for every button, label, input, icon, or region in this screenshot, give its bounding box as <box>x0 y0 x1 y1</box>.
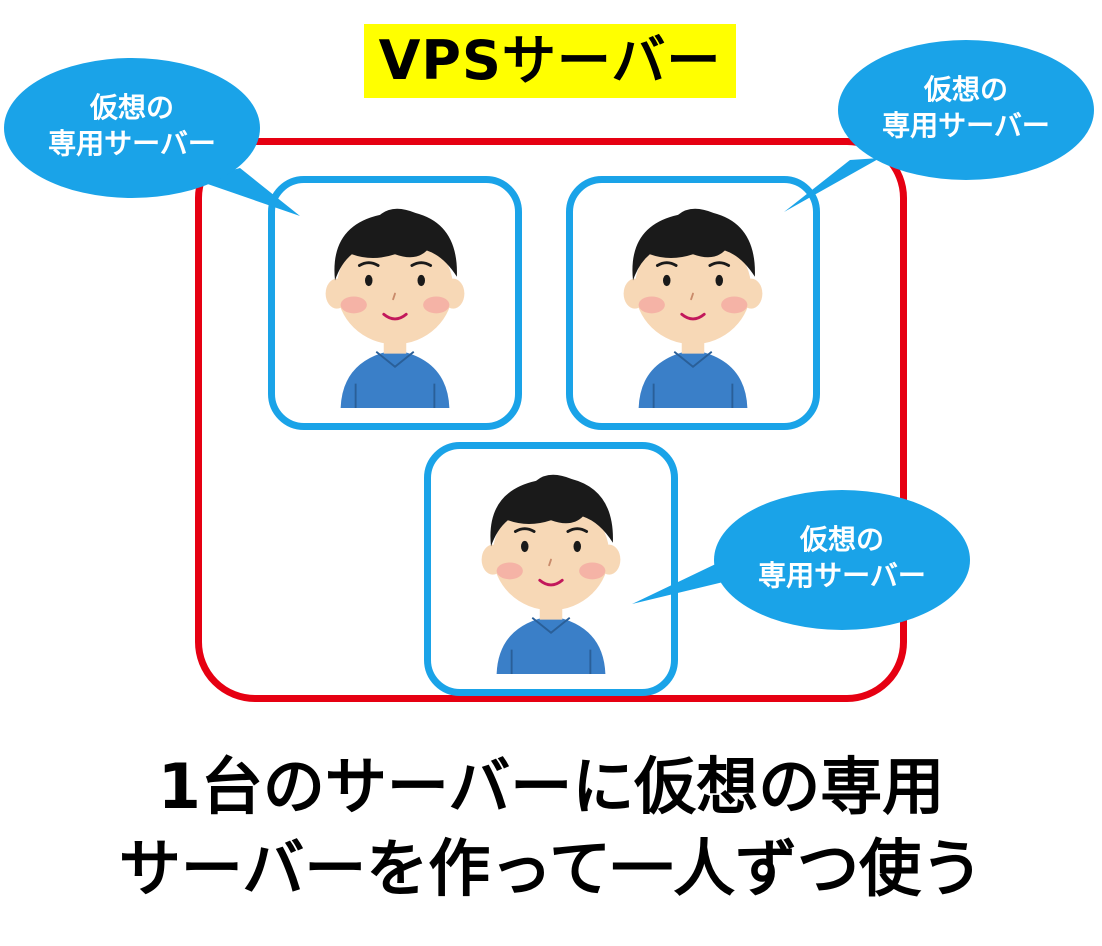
bubble-line-2: 専用サーバー <box>48 127 216 160</box>
physical-server-box <box>195 138 907 702</box>
virtual-server-card-1 <box>268 176 522 430</box>
diagram-title: VPSサーバー <box>364 24 736 98</box>
speech-bubble-1 <box>4 58 300 216</box>
speech-bubble-3-text: 仮想の 専用サーバー <box>722 522 962 594</box>
caption-line-1: 1台のサーバーに仮想の専用 <box>157 750 945 823</box>
bubble-line-1: 仮想の <box>923 73 1008 106</box>
speech-bubble-1-text: 仮想の 専用サーバー <box>12 90 252 162</box>
speech-bubble-2 <box>784 40 1094 212</box>
caption-line-2: サーバーを作って一人ずつ使う <box>118 832 984 905</box>
bubble-line-1: 仮想の <box>799 523 884 556</box>
speech-bubble-3 <box>632 490 970 630</box>
bubble-line-2: 専用サーバー <box>758 559 926 592</box>
virtual-server-card-2 <box>566 176 820 430</box>
bubble-line-2: 専用サーバー <box>882 109 1050 142</box>
bubble-line-1: 仮想の <box>89 91 174 124</box>
virtual-server-card-3 <box>424 442 678 696</box>
speech-bubble-2-text: 仮想の 専用サーバー <box>846 72 1086 144</box>
